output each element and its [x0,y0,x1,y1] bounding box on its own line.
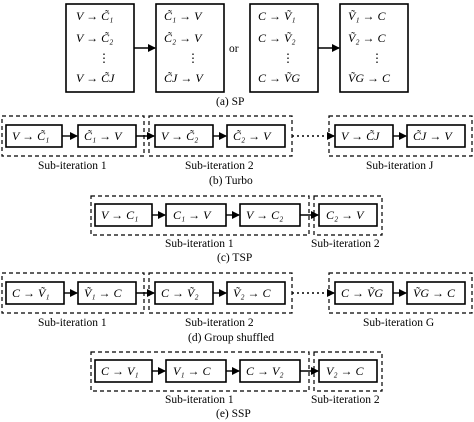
turbo-label-2: Sub-iteration 2 [185,160,254,172]
turbo-box-2-label: C̃₁ → V [84,129,123,143]
sp-box-4-line-4: ṼG → C [348,71,391,85]
sp-box-3-line-4: C → ṼG [258,71,300,85]
gs-box-6 [406,281,466,305]
gs-box-5-label: C → ṼG [341,286,383,300]
gs-box-4-label: Ṽ₂ → C [233,286,272,300]
panel-sp: V → C̃₁ V → C̃₂ ⋮ V → C̃J C̃₁ → V C̃₂ → … [65,3,409,108]
gs-label-1: Sub-iteration 1 [38,317,107,329]
panel-ssp: C → V₁ V₁ → C C → V₂ V₂ → C Sub-iteratio… [90,351,383,420]
turbo-box-4-label: C̃₂ → V [233,129,272,143]
sp-box-2-line-4: C̃J → V [164,71,204,85]
sp-box-3-vdots: ⋮ [282,51,294,65]
gs-box-4 [226,281,286,305]
ssp-box-4-label: V₂ → C [326,364,365,378]
sp-box-3-line-2: C → Ṽ₂ [258,31,296,45]
turbo-label-1: Sub-iteration 1 [38,160,107,172]
sp-box-1-line-4: V → C̃J [76,71,115,85]
sp-box-2-line-1: C̃₁ → V [164,9,203,23]
turbo-box-6 [406,124,466,148]
tsp-group-1 [90,195,310,236]
sp-box-4-line-2: Ṽ₂ → C [348,31,387,45]
tsp-box-3-label: V → C₂ [246,208,283,222]
turbo-box-4 [226,124,286,148]
sp-box-1-line-1: V → C̃₁ [76,9,113,23]
tsp-box-2-label: C₁ → V [173,208,212,222]
turbo-box-1-label: V → C̃₁ [12,129,49,143]
ssp-group-2 [313,351,383,392]
ssp-label-1: Sub-iteration 1 [165,394,234,406]
tsp-label-2: Sub-iteration 2 [311,238,380,250]
gs-box-6-label: ṼG → C [413,286,456,300]
sp-box-2-vdots: ⋮ [187,51,199,65]
gs-label-2: Sub-iteration 2 [185,317,254,329]
sp-box-1-line-2: V → C̃₂ [76,31,113,45]
gs-label-g: Sub-iteration G [363,317,434,329]
sp-box-2 [155,3,225,93]
panel-tsp: V → C₁ C₁ → V V → C₂ C₂ → V Sub-iteratio… [90,195,383,264]
tsp-box-4-label: C₂ → V [326,208,365,222]
turbo-box-5-label: V → C̃J [341,129,380,143]
gs-box-3-label: C → Ṽ₂ [161,286,199,300]
turbo-caption: (b) Turbo [209,175,253,187]
ssp-box-4 [318,359,378,383]
panel-group-shuffled: C → Ṽ₁ Ṽ₁ → C C → Ṽ₂ Ṽ₂ → C C → ṼG ṼG → … [1,272,473,344]
turbo-label-j: Sub-iteration J [366,160,434,172]
ssp-box-1-label: C → V₁ [101,364,139,378]
ssp-box-2-label: V₁ → C [173,364,212,378]
sp-or-label: or [229,43,239,55]
sp-box-4 [339,3,409,93]
sp-box-1 [65,3,135,93]
sp-box-4-vdots: ⋮ [371,51,383,65]
ssp-box-3-label: C → V₂ [246,364,284,378]
gs-caption: (d) Group shuffled [188,332,274,344]
tsp-caption: (c) TSP [217,252,252,264]
sp-box-1-vdots: ⋮ [98,51,110,65]
tsp-group-2 [313,195,383,236]
sp-caption: (a) SP [216,96,244,108]
tsp-label-1: Sub-iteration 1 [165,238,234,250]
ssp-label-2: Sub-iteration 2 [311,394,380,406]
tsp-box-4 [318,203,378,227]
gs-box-2-label: Ṽ₁ → C [84,286,123,300]
sp-box-3-line-1: C → Ṽ₁ [258,9,296,23]
gs-box-1-label: C → Ṽ₁ [12,286,50,300]
sp-box-4-line-1: Ṽ₁ → C [348,9,387,23]
panel-turbo: V → C̃₁ C̃₁ → V V → C̃₂ C̃₂ → V V → C̃J … [1,115,473,187]
turbo-box-3-label: V → C̃₂ [161,129,198,143]
sp-box-3 [249,3,319,93]
tsp-box-1-label: V → C₁ [101,208,138,222]
ssp-caption: (e) SSP [216,408,251,420]
ssp-group-1 [90,351,310,392]
turbo-box-6-label: C̃J → V [413,129,453,143]
sp-box-2-line-2: C̃₂ → V [164,31,203,45]
